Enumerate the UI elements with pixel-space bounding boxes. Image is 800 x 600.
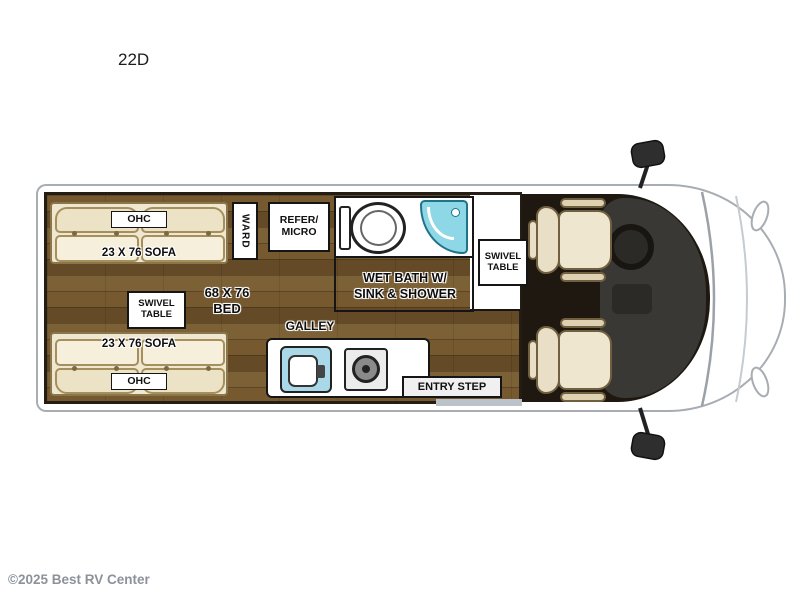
- sofa-button: [206, 366, 211, 371]
- ohc-label-bottom: OHC: [111, 373, 167, 390]
- cab-seat-top: [528, 198, 620, 282]
- toilet-bowl-icon: [360, 210, 397, 246]
- bath-fixture-band: [336, 198, 472, 258]
- sink-icon: [280, 346, 332, 393]
- seat-armrest: [560, 392, 606, 402]
- sofa-button: [206, 231, 211, 236]
- entry-step: ENTRY STEP: [402, 376, 502, 398]
- sofa-bottom-label: 23 X 76 SOFA: [101, 338, 177, 350]
- sofa-button: [114, 366, 119, 371]
- seat-armrest: [560, 272, 606, 282]
- sofa-button: [72, 366, 77, 371]
- seat-armrest: [560, 318, 606, 328]
- swivel-table-rear: SWIVEL TABLE: [127, 291, 186, 329]
- sofa-button: [72, 231, 77, 236]
- sofa-bottom-seat-cushion: [141, 339, 225, 366]
- seat-cushion: [558, 330, 612, 390]
- side-mirror-icon: [630, 139, 666, 169]
- wardrobe-label: WARD: [239, 213, 251, 249]
- shower-drain-icon: [451, 208, 460, 217]
- wet-bath-label: WET BATH W/ SINK & SHOWER: [353, 271, 457, 301]
- seat-armrest: [560, 198, 606, 208]
- side-mirror-icon: [630, 431, 666, 461]
- wet-bath-room: [334, 196, 474, 312]
- sofa-top-seat-cushion: [55, 235, 139, 262]
- cab-seat-bottom: [528, 318, 620, 402]
- burner-center-icon: [362, 365, 370, 373]
- watermark: ©2025 Best RV Center: [8, 572, 150, 587]
- model-title: 22D: [118, 50, 150, 69]
- stove-icon: [344, 348, 388, 391]
- entry-door: [436, 399, 522, 406]
- sofa-top-label: 23 X 76 SOFA: [101, 247, 177, 259]
- faucet-icon: [317, 365, 325, 378]
- center-console: [612, 284, 652, 314]
- refrigerator-microwave: REFER/ MICRO: [268, 202, 330, 252]
- seat-backrest: [536, 326, 560, 394]
- ohc-label-top: OHC: [111, 211, 167, 228]
- seat-backrest: [536, 206, 560, 274]
- galley-label: GALLEY: [285, 319, 335, 333]
- bed-label: 68 X 76 BED: [204, 285, 250, 317]
- swivel-table-front: SWIVEL TABLE: [478, 239, 528, 286]
- sofa-button: [164, 231, 169, 236]
- shower-icon: [420, 200, 468, 254]
- sofa-top-seat-cushion: [141, 235, 225, 262]
- sofa-button: [164, 366, 169, 371]
- sofa-button: [114, 231, 119, 236]
- sofa-bottom-seat-cushion: [55, 339, 139, 366]
- sink-basin-icon: [288, 355, 318, 387]
- seat-cushion: [558, 210, 612, 270]
- wardrobe: WARD: [232, 202, 258, 260]
- shower-curve: [427, 207, 454, 240]
